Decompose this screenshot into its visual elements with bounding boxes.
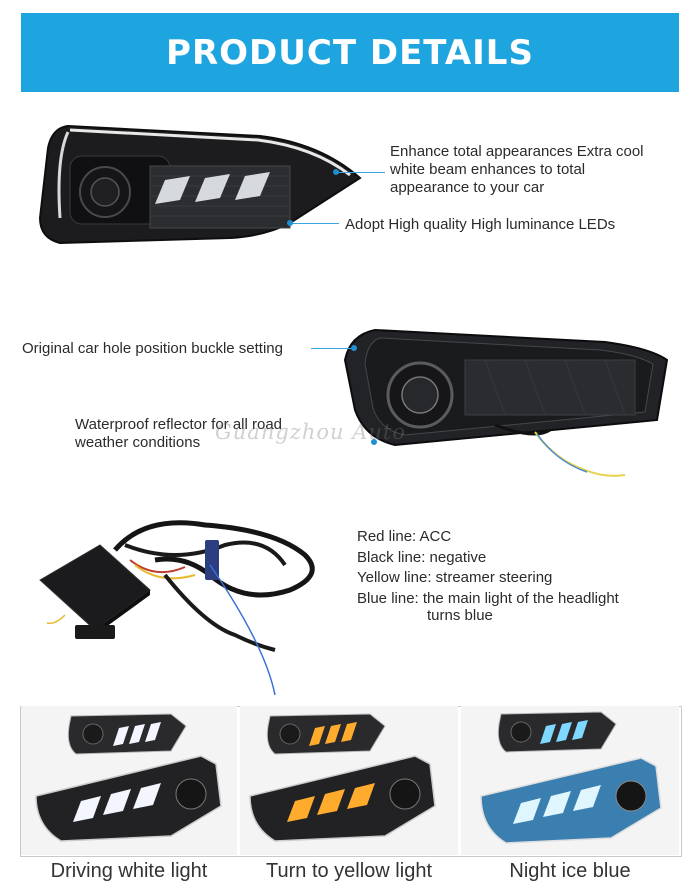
watermark: Guangzhou Auto	[215, 420, 406, 444]
leader-line-appearance	[337, 172, 385, 173]
mode-panel-yellow	[240, 706, 458, 855]
mode-image-blue	[461, 706, 679, 855]
mode-image-white	[21, 706, 237, 855]
mode-panel-white	[21, 706, 237, 855]
header-banner: PRODUCT DETAILS	[21, 13, 679, 92]
wiring-red-line: Red line: ACC	[357, 528, 452, 545]
caption-driving-white: Driving white light	[50, 860, 208, 882]
product-image-back	[343, 328, 669, 477]
wiring-harness-image	[39, 520, 315, 696]
page-title: PRODUCT DETAILS	[166, 32, 534, 73]
wiring-blue-line-continued: turns blue	[427, 607, 493, 624]
leader-dot-appearance	[333, 169, 339, 175]
annotation-reflector: Waterproof reflector for all road weathe…	[75, 416, 283, 451]
leader-line-leds	[291, 223, 339, 224]
wiring-black-line: Black line: negative	[357, 548, 487, 566]
caption-night-blue: Night ice blue	[509, 860, 631, 882]
wiring-legend: Red line: ACC Black line: negative Yello…	[357, 527, 677, 623]
leader-dot-reflector	[371, 439, 377, 445]
wiring-yellow-line: Yellow line: streamer steering	[357, 569, 553, 586]
leader-dot-buckle	[351, 345, 357, 351]
product-image-front	[38, 124, 362, 245]
mode-image-yellow	[240, 706, 458, 855]
annotation-appearance: Enhance total appearances Extra cool whi…	[390, 143, 644, 196]
leader-line-buckle	[311, 348, 353, 349]
annotation-buckle: Original car hole position buckle settin…	[22, 340, 283, 357]
leader-dot-leds	[287, 220, 293, 226]
wiring-blue-line: Blue line: the main light of the headlig…	[357, 589, 619, 607]
mode-panel-blue	[461, 706, 679, 855]
annotation-leds: Adopt High quality High luminance LEDs	[345, 216, 616, 233]
caption-turn-yellow: Turn to yellow light	[266, 860, 432, 882]
